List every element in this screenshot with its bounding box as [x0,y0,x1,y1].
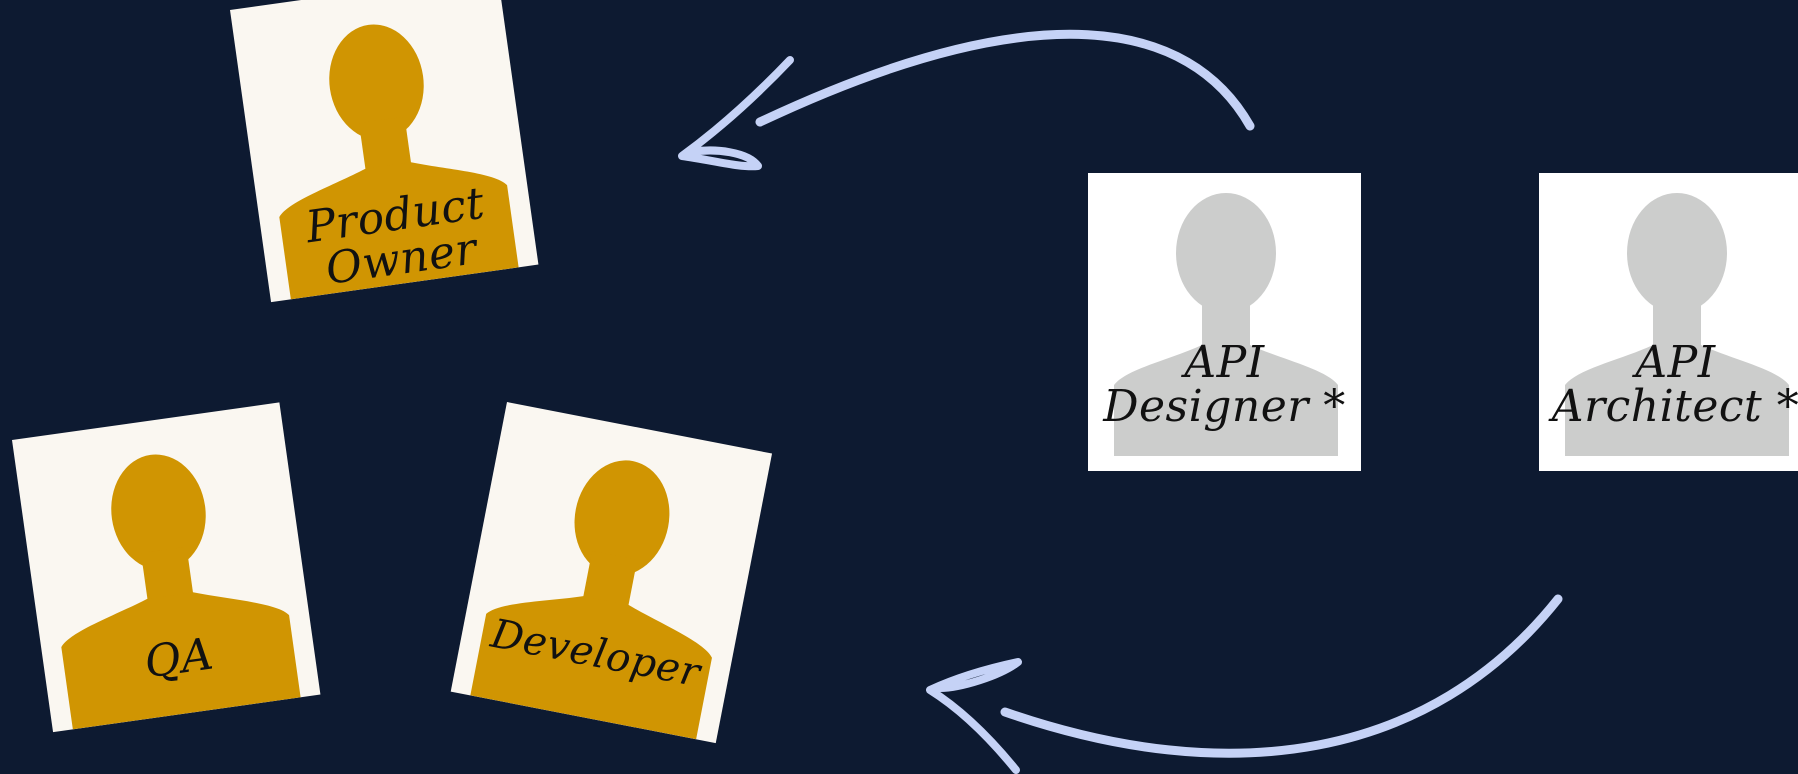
role-card-api-architect: API Architect * [1539,173,1798,471]
role-card-api-designer: API Designer * [1088,173,1361,471]
role-label-line: API [1184,337,1265,388]
person-silhouette-icon [470,460,712,740]
role-label: API Designer * [1088,341,1361,429]
role-label-line: API [1635,337,1716,388]
role-card-developer: Developer [450,402,773,744]
role-label-line: Architect * [1551,381,1798,432]
role-card-product-owner: Product Owner [230,0,539,303]
role-card-qa: QA [12,402,321,733]
curved-arrow-icon [926,594,1563,774]
person-silhouette-icon [61,454,301,730]
role-label: API Architect * [1539,341,1798,429]
person-silhouette-icon [1565,193,1789,456]
role-label-line: Designer * [1103,381,1346,432]
person-silhouette-icon [1114,193,1338,456]
curved-arrow-icon [678,29,1255,171]
person-silhouette-icon [279,24,519,300]
